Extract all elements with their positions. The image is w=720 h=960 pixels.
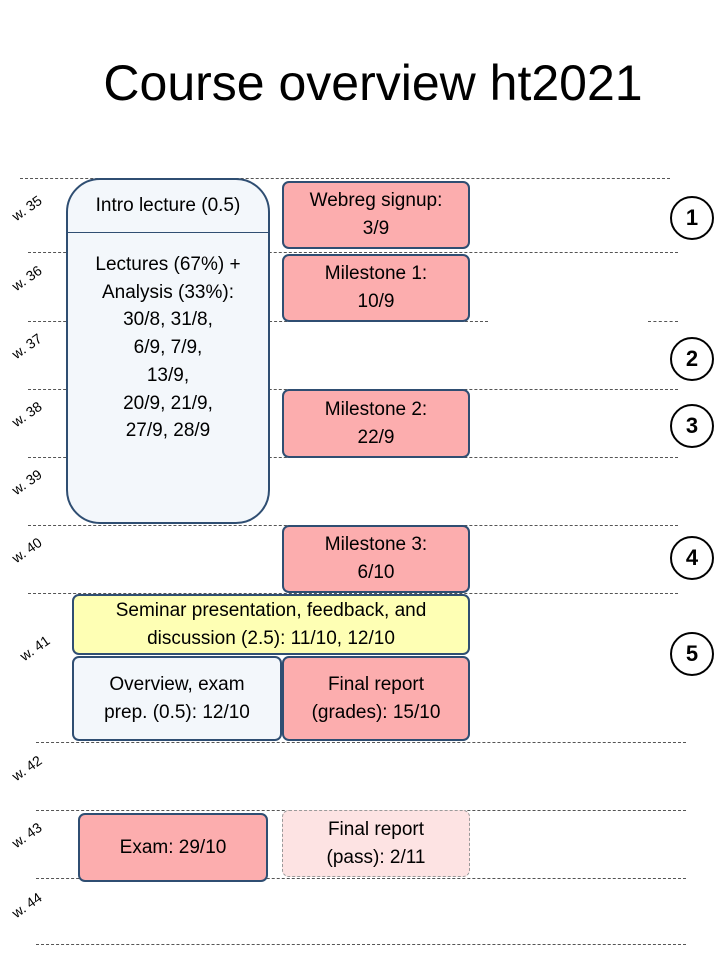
step-marker: 5	[670, 632, 714, 676]
step-marker: 2	[670, 337, 714, 381]
milestone-3-box: Milestone 3: 6/10	[282, 525, 470, 593]
intro-lecture-label: Intro lecture (0.5)	[68, 180, 268, 233]
week-label: w. 40	[8, 534, 45, 566]
milestone-2-box: Milestone 2: 22/9	[282, 389, 470, 458]
week-separator	[36, 742, 686, 743]
week-label: w. 39	[8, 466, 45, 498]
week-separator	[648, 321, 678, 322]
step-marker: 4	[670, 536, 714, 580]
lecture-dates: Lectures (67%) + Analysis (33%): 30/8, 3…	[95, 254, 241, 442]
week-separator	[36, 944, 686, 945]
milestone-1-box: Milestone 1: 10/9	[282, 254, 470, 322]
page-title: Course overview ht2021	[103, 55, 643, 111]
week-separator	[36, 878, 686, 879]
lecture-block: Intro lecture (0.5) Lectures (67%) + Ana…	[66, 178, 270, 524]
week-separator	[20, 178, 670, 179]
week-label: w. 38	[8, 398, 45, 430]
step-marker: 1	[670, 196, 714, 240]
week-label: w. 44	[8, 889, 45, 921]
final-report-grades-box: Final report (grades): 15/10	[282, 656, 470, 741]
exam-box: Exam: 29/10	[78, 813, 268, 882]
webreg-signup-box: Webreg signup: 3/9	[282, 181, 470, 249]
week-label: w. 35	[8, 192, 45, 224]
week-separator	[28, 252, 678, 253]
week-separator	[28, 593, 678, 594]
week-label: w. 37	[8, 330, 45, 362]
final-report-pass-box: Final report (pass): 2/11	[282, 810, 470, 877]
step-marker: 3	[670, 404, 714, 448]
week-label: w. 36	[8, 262, 45, 294]
week-label: w. 43	[8, 819, 45, 851]
week-label: w. 41	[16, 632, 53, 664]
week-label: w. 42	[8, 752, 45, 784]
seminar-box: Seminar presentation, feedback, and disc…	[72, 594, 470, 655]
overview-box: Overview, exam prep. (0.5): 12/10	[72, 656, 282, 741]
